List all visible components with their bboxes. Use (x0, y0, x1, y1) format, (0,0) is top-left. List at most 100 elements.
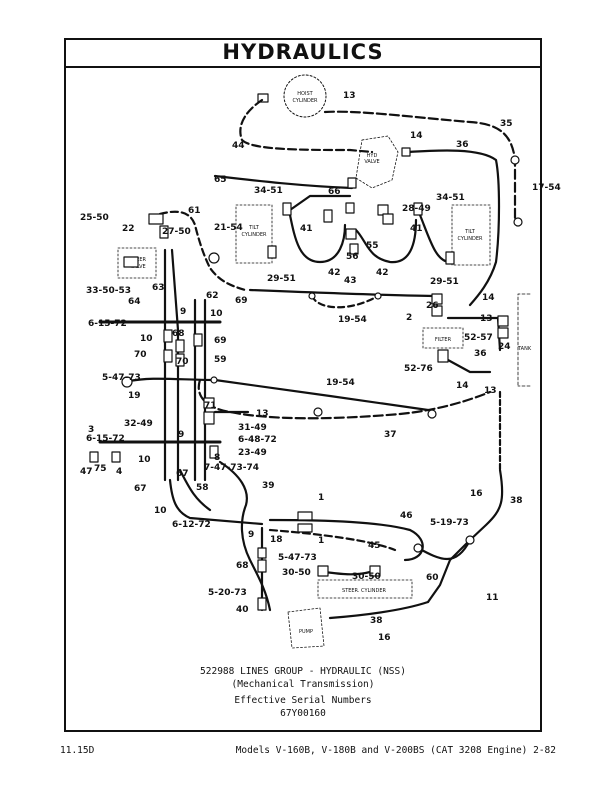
callout: 68 (236, 561, 249, 571)
callout: 36 (474, 349, 487, 359)
hose-lines (98, 98, 517, 620)
callout: 39 (262, 481, 275, 491)
tilt-cylinder-right-label-2: CYLINDER (458, 236, 483, 242)
callout: 27-50 (162, 227, 191, 237)
callout: 19-54 (326, 378, 355, 388)
callout: 10 (138, 455, 151, 465)
callout: 38 (510, 496, 523, 506)
hyd-valve-label-1: HYD (367, 153, 378, 159)
hoist-cylinder-label-1: HOIST (297, 91, 313, 97)
callout: 9 (248, 530, 254, 540)
caption-line-3: Effective Serial Numbers (234, 695, 372, 706)
callout: 21-54 (214, 223, 243, 233)
callout: 42 (328, 268, 341, 278)
callout: 5-19-73 (430, 518, 469, 528)
callout: 52-76 (404, 364, 433, 374)
callout: 47 (80, 467, 93, 477)
callout: 69 (214, 336, 227, 346)
callout: 40 (236, 605, 249, 615)
steer-cylinder-label: STEER. CYLINDER (342, 588, 386, 594)
callout: 3 (88, 425, 94, 435)
callout: 13 (343, 91, 356, 101)
callout: 62 (206, 291, 219, 301)
callout: 37 (384, 430, 397, 440)
callout: 61 (188, 206, 201, 216)
callout: 65 (214, 175, 227, 185)
tilt-cylinder-left-label-1: TILT (248, 225, 260, 231)
callout: 28-49 (402, 204, 431, 214)
callout: 6-15-72 (88, 319, 127, 329)
callout: 52-57 (464, 333, 493, 343)
callout: 34-51 (254, 186, 283, 196)
callout: 5-20-73 (208, 588, 247, 598)
callout: 5-47-73 (102, 373, 141, 383)
callout: 70 (176, 357, 189, 367)
callout: 42 (376, 268, 389, 278)
callout: 25-50 (80, 213, 109, 223)
callout: 23-49 (238, 448, 267, 458)
callout: 7-47-73-74 (204, 463, 259, 473)
callout: 30-50 (352, 572, 381, 582)
caption-line-4: 67Y00160 (280, 708, 326, 719)
tilt-cylinder-right-label-1: TILT (464, 229, 476, 235)
callout: 26 (426, 301, 439, 311)
callout: 10 (140, 334, 153, 344)
steer-cylinder: STEER. CYLINDER (317, 579, 413, 599)
pump-label: PUMP (299, 629, 313, 635)
hyd-valve: HYD VALVE (355, 135, 399, 189)
callout: 32-49 (124, 419, 153, 429)
callout: 71 (204, 401, 217, 411)
callout: 29-51 (267, 274, 296, 284)
callout-labels: 13 44 14 36 35 65 66 17-54 34-51 34-51 2… (80, 91, 561, 643)
callout: 9 (178, 430, 184, 440)
callout: 64 (128, 297, 141, 307)
callout: 55 (366, 241, 379, 251)
callout: 63 (152, 283, 165, 293)
callout: 19-54 (338, 315, 367, 325)
pump: PUMP (287, 607, 325, 649)
callout: 46 (400, 511, 413, 521)
caption-line-2: (Mechanical Transmission) (231, 679, 375, 690)
callout: 16 (378, 633, 391, 643)
callout: 9 (180, 307, 186, 317)
tank: TANK (517, 293, 532, 387)
callout: 70 (134, 350, 147, 360)
callout: 13 (484, 386, 497, 396)
callout: 22 (122, 224, 135, 234)
callout: 6-12-72 (172, 520, 211, 530)
diagram-frame (64, 38, 542, 732)
callout: 33-50-53 (86, 286, 131, 296)
callout: 34-51 (436, 193, 465, 203)
callout: 75 (94, 464, 107, 474)
callout: 18 (270, 535, 283, 545)
callout: 67 (176, 469, 189, 479)
callout: 2 (406, 313, 412, 323)
footer-models-page: Models V-160B, V-180B and V-200BS (CAT 3… (235, 745, 556, 756)
fittings (89, 147, 509, 611)
callout: 41 (300, 224, 313, 234)
callout: 6-48-72 (238, 435, 277, 445)
callout: 38 (370, 616, 383, 626)
callout: 17-54 (532, 183, 561, 193)
callout: 14 (482, 293, 495, 303)
callout: 14 (456, 381, 469, 391)
callout: 68 (172, 329, 185, 339)
hyd-valve-label-2: VALVE (364, 159, 379, 165)
filter: FILTER (422, 327, 464, 349)
callout: 69 (235, 296, 248, 306)
callout: 45 (368, 541, 381, 551)
callout: 13 (480, 314, 493, 324)
callout: 19 (128, 391, 141, 401)
callout: 10 (210, 309, 223, 319)
callout: 16 (470, 489, 483, 499)
filter-label: FILTER (435, 337, 452, 343)
callout: 58 (196, 483, 209, 493)
callout: 30-50 (282, 568, 311, 578)
callout: 35 (500, 119, 513, 129)
callout: 66 (328, 187, 341, 197)
callout: 41 (410, 224, 423, 234)
callout: 60 (426, 573, 439, 583)
tilt-cylinder-left-label-2: CYLINDER (242, 232, 267, 238)
callout: 13 (256, 409, 269, 419)
